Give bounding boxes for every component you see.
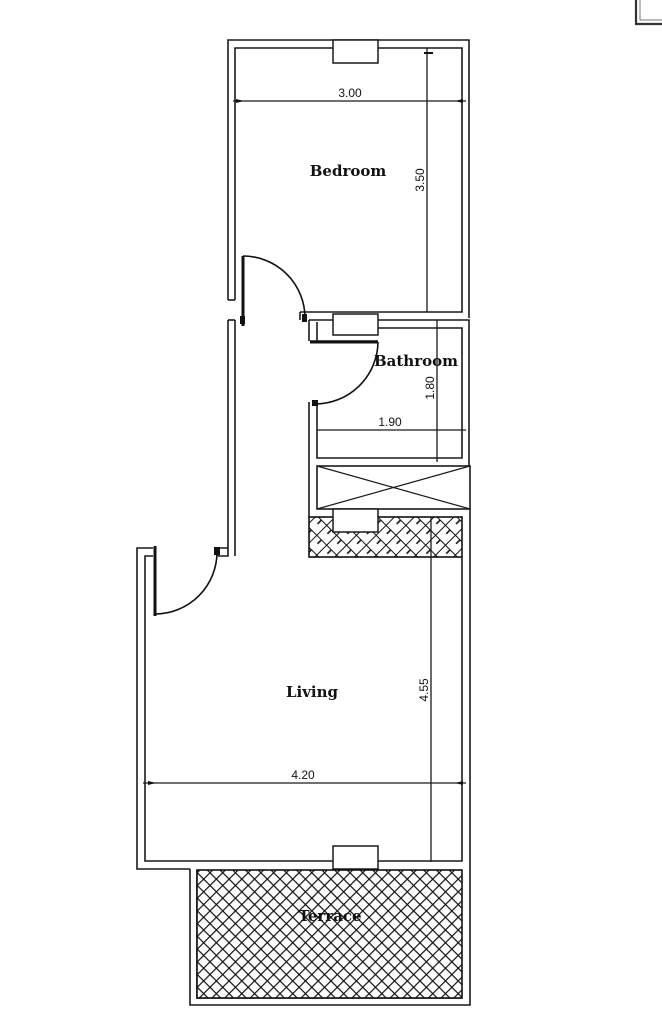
- dimension-bathroom-length: 1.80: [423, 320, 438, 462]
- room-label-living: Living: [286, 683, 339, 701]
- bedroom-window: [332, 39, 379, 64]
- terrace: [189, 869, 471, 1006]
- bedroom-walls: [227, 39, 470, 320]
- hatched-wall: [308, 516, 463, 558]
- living-walls: [136, 547, 463, 870]
- bathroom-window: [332, 313, 379, 336]
- sheet-frame-corner: [634, 0, 662, 26]
- bathroom-door: [312, 341, 379, 406]
- shaft-window: [332, 508, 379, 533]
- room-label-bathroom: Bathroom: [374, 352, 458, 370]
- room-label-bedroom: Bedroom: [310, 162, 387, 180]
- corridor-walls: [218, 299, 236, 557]
- room-label-terrace: Terrace: [298, 907, 361, 925]
- dimension-bedroom-width: 3.00: [233, 86, 466, 103]
- bathroom-length-value: 1.80: [423, 376, 437, 400]
- service-shaft: [308, 465, 471, 517]
- bathroom-walls: [308, 319, 470, 466]
- bedroom-door: [240, 255, 307, 326]
- bathroom-width-value: 1.90: [378, 415, 402, 429]
- living-width-value: 4.20: [291, 768, 315, 782]
- dimension-living-width: 4.20: [143, 768, 466, 785]
- bedroom-length-value: 3.50: [413, 168, 427, 192]
- living-door: [153, 546, 220, 616]
- living-window: [332, 845, 379, 870]
- dimension-bathroom-width: 1.90: [317, 415, 466, 431]
- dimension-living-length: 4.55: [417, 517, 432, 862]
- bedroom-width-value: 3.00: [338, 86, 362, 100]
- dimension-bedroom-length: 3.50: [413, 48, 433, 312]
- living-length-value: 4.55: [417, 678, 431, 702]
